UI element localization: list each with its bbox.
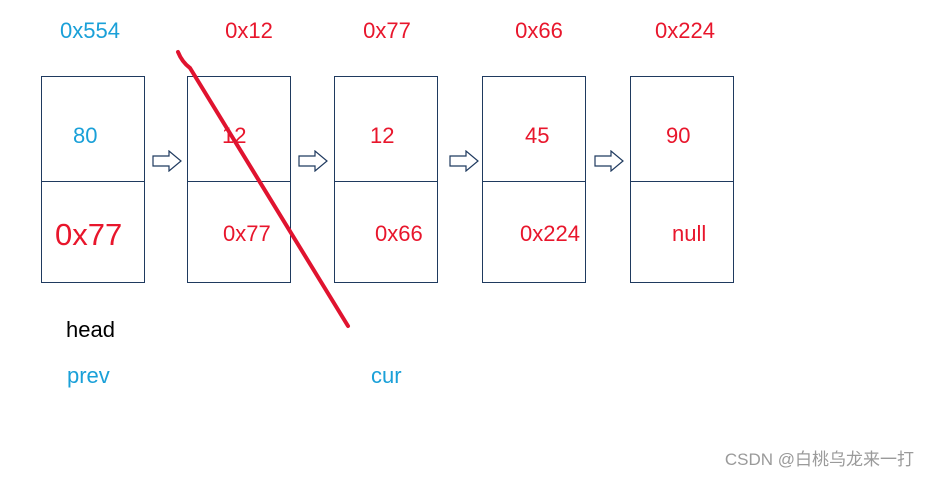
cur-pointer-label: cur [371, 363, 402, 388]
node-divider [188, 181, 290, 182]
right-arrow-icon [152, 150, 182, 172]
node-value-0: 80 [73, 123, 98, 148]
node-address-3: 0x66 [515, 18, 563, 43]
head-pointer-label: head [66, 317, 115, 342]
node-divider [631, 181, 733, 182]
list-node-0: 80 0x77 [41, 76, 145, 283]
node-next-2: 0x66 [375, 221, 423, 246]
node-value-4: 90 [666, 123, 691, 148]
right-arrow-icon [449, 150, 479, 172]
right-arrow-icon [594, 150, 624, 172]
prev-pointer-label: prev [67, 363, 110, 388]
list-node-4: 90 null [630, 76, 734, 283]
node-address-0: 0x554 [60, 18, 120, 43]
node-address-1: 0x12 [225, 18, 273, 43]
watermark: CSDN @白桃乌龙来一打 [724, 450, 914, 469]
node-next-1: 0x77 [223, 221, 271, 246]
node-address-2: 0x77 [363, 18, 411, 43]
node-next-3: 0x224 [520, 221, 580, 246]
node-value-2: 12 [370, 123, 395, 148]
right-arrow-icon [298, 150, 328, 172]
node-divider [483, 181, 585, 182]
node-divider [42, 181, 144, 182]
node-divider [335, 181, 437, 182]
list-node-2: 12 0x66 [334, 76, 438, 283]
list-node-3: 45 0x224 [482, 76, 586, 283]
node-next-4: null [672, 221, 707, 246]
node-value-3: 45 [525, 123, 550, 148]
node-address-4: 0x224 [655, 18, 715, 43]
node-next-0: 0x77 [55, 217, 123, 252]
